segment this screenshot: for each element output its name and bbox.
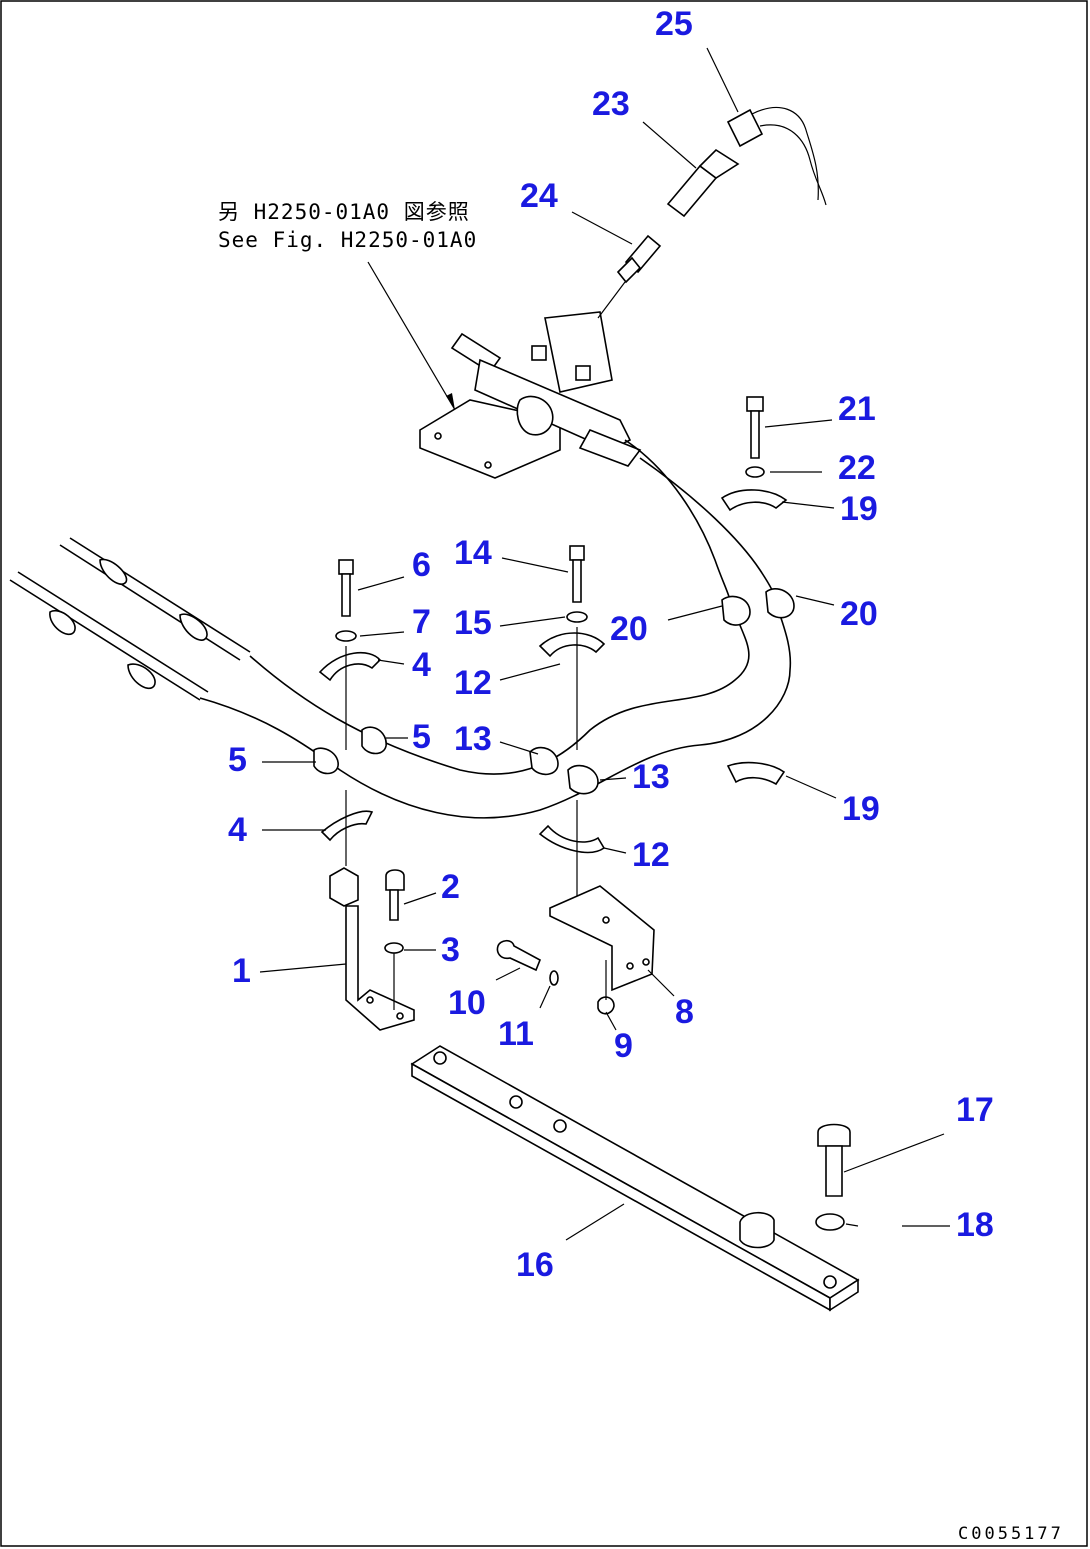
part-24-fitting — [597, 234, 662, 319]
reference-note-en: See Fig. H2250-01A0 — [218, 228, 477, 252]
callout-11: 11 — [498, 1015, 534, 1053]
callout-19-bottom: 19 — [842, 790, 880, 828]
callout-7: 7 — [412, 603, 431, 641]
callout-labels: 25 23 24 21 22 19 6 14 7 15 20 20 4 12 5… — [228, 5, 994, 1284]
callout-16: 16 — [516, 1246, 554, 1284]
hose-assembly — [9, 439, 795, 819]
reference-arrowhead — [446, 393, 455, 410]
callout-5-right: 5 — [412, 718, 431, 756]
callout-12-bottom: 12 — [632, 836, 670, 874]
callout-14: 14 — [454, 534, 492, 572]
callout-15: 15 — [454, 604, 492, 642]
part-23-switch — [666, 148, 740, 218]
leader-lines — [259, 47, 950, 1241]
fasteners — [335, 396, 765, 900]
callout-4-top: 4 — [412, 646, 431, 684]
part-25-connector — [726, 106, 827, 206]
callout-20-left: 20 — [610, 610, 648, 648]
part-16-bar — [410, 1045, 860, 1312]
callout-20-right: 20 — [840, 595, 878, 633]
part-1-bracket — [329, 867, 415, 1031]
part-8-bracket — [496, 885, 655, 1015]
callout-9: 9 — [614, 1027, 633, 1065]
callout-13-left: 13 — [454, 720, 492, 758]
callout-21: 21 — [838, 390, 876, 428]
callout-13-right: 13 — [632, 758, 670, 796]
callout-23: 23 — [592, 85, 630, 123]
reference-note-jp: 另 H2250-01A0 図参照 — [218, 200, 470, 224]
callout-19-top: 19 — [840, 490, 878, 528]
pedal-valve-assembly — [419, 311, 642, 479]
callout-2: 2 — [441, 868, 460, 906]
callout-4-bottom: 4 — [228, 811, 247, 849]
clamps — [318, 489, 788, 854]
callout-12-top: 12 — [454, 664, 492, 702]
callout-22: 22 — [838, 449, 876, 487]
callout-5-left: 5 — [228, 741, 247, 779]
callout-1: 1 — [232, 952, 251, 990]
callout-24: 24 — [520, 177, 558, 215]
callout-8: 8 — [675, 993, 694, 1031]
callout-10: 10 — [448, 984, 486, 1022]
callout-6: 6 — [412, 546, 431, 584]
drawing-code: C0055177 — [958, 1524, 1064, 1544]
callout-25: 25 — [655, 5, 693, 43]
reference-leader — [367, 261, 456, 411]
callout-17: 17 — [956, 1091, 994, 1129]
callout-3: 3 — [441, 931, 460, 969]
callout-18: 18 — [956, 1206, 994, 1244]
